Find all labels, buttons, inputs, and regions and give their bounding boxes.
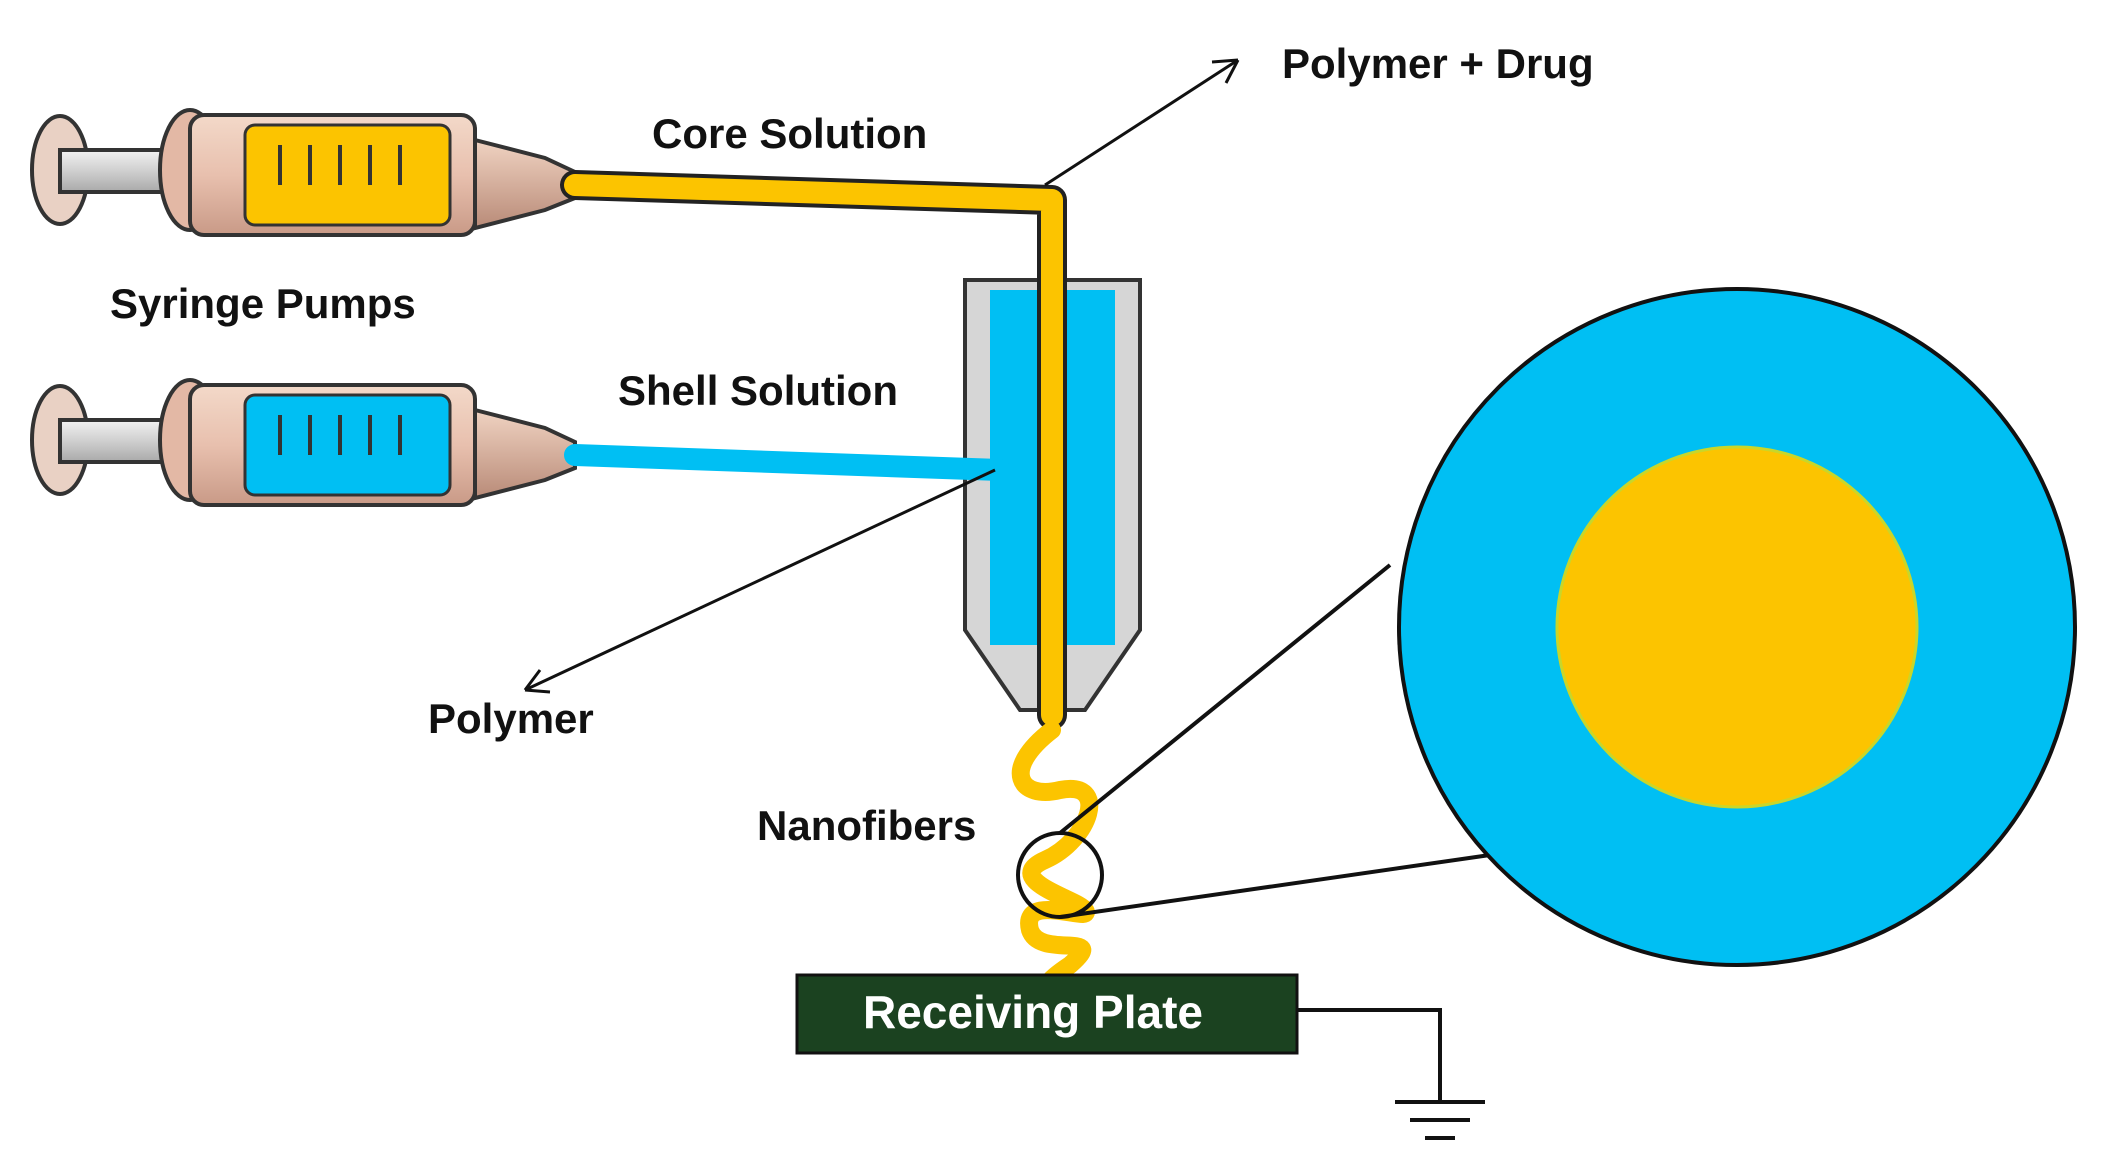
core-syringe [30, 108, 577, 237]
label-polymer: Polymer [428, 695, 594, 742]
arrow-polymer [524, 468, 996, 692]
ground-wire [1297, 1008, 1442, 1102]
label-nanofibers: Nanofibers [757, 802, 976, 849]
label-core-solution: Core Solution [652, 110, 927, 157]
receiving-plate [795, 973, 1299, 1055]
core-tube [564, 174, 1063, 726]
core-graduations [278, 145, 402, 185]
zoom-line-bottom [1059, 853, 1491, 919]
shell-nozzle [473, 407, 577, 501]
label-polymer-drug: Polymer + Drug [1282, 40, 1594, 87]
zoom-line-top [1058, 563, 1392, 835]
receiving-plate-label: Receiving Plate [863, 986, 1203, 1038]
arrow-polymer-drug [1044, 58, 1239, 187]
arrow-polymer-head [523, 669, 551, 694]
label-shell-solution: Shell Solution [618, 367, 898, 414]
ground-symbol [1297, 1008, 1485, 1140]
shell-graduations [278, 415, 402, 455]
arrow-polymer-drug-head [1211, 58, 1240, 84]
shell-tube [564, 444, 1011, 481]
fiber-cross-section [1397, 287, 2077, 967]
shell-syringe [30, 378, 577, 507]
pointer-arrows [523, 58, 1240, 694]
core-nozzle [473, 137, 577, 231]
core-liquid [243, 123, 452, 227]
cross-section-core [1555, 445, 1919, 809]
nanofiber-jet [1011, 721, 1099, 994]
label-syringe-pumps: Syringe Pumps [110, 280, 416, 327]
shell-liquid [243, 393, 452, 497]
